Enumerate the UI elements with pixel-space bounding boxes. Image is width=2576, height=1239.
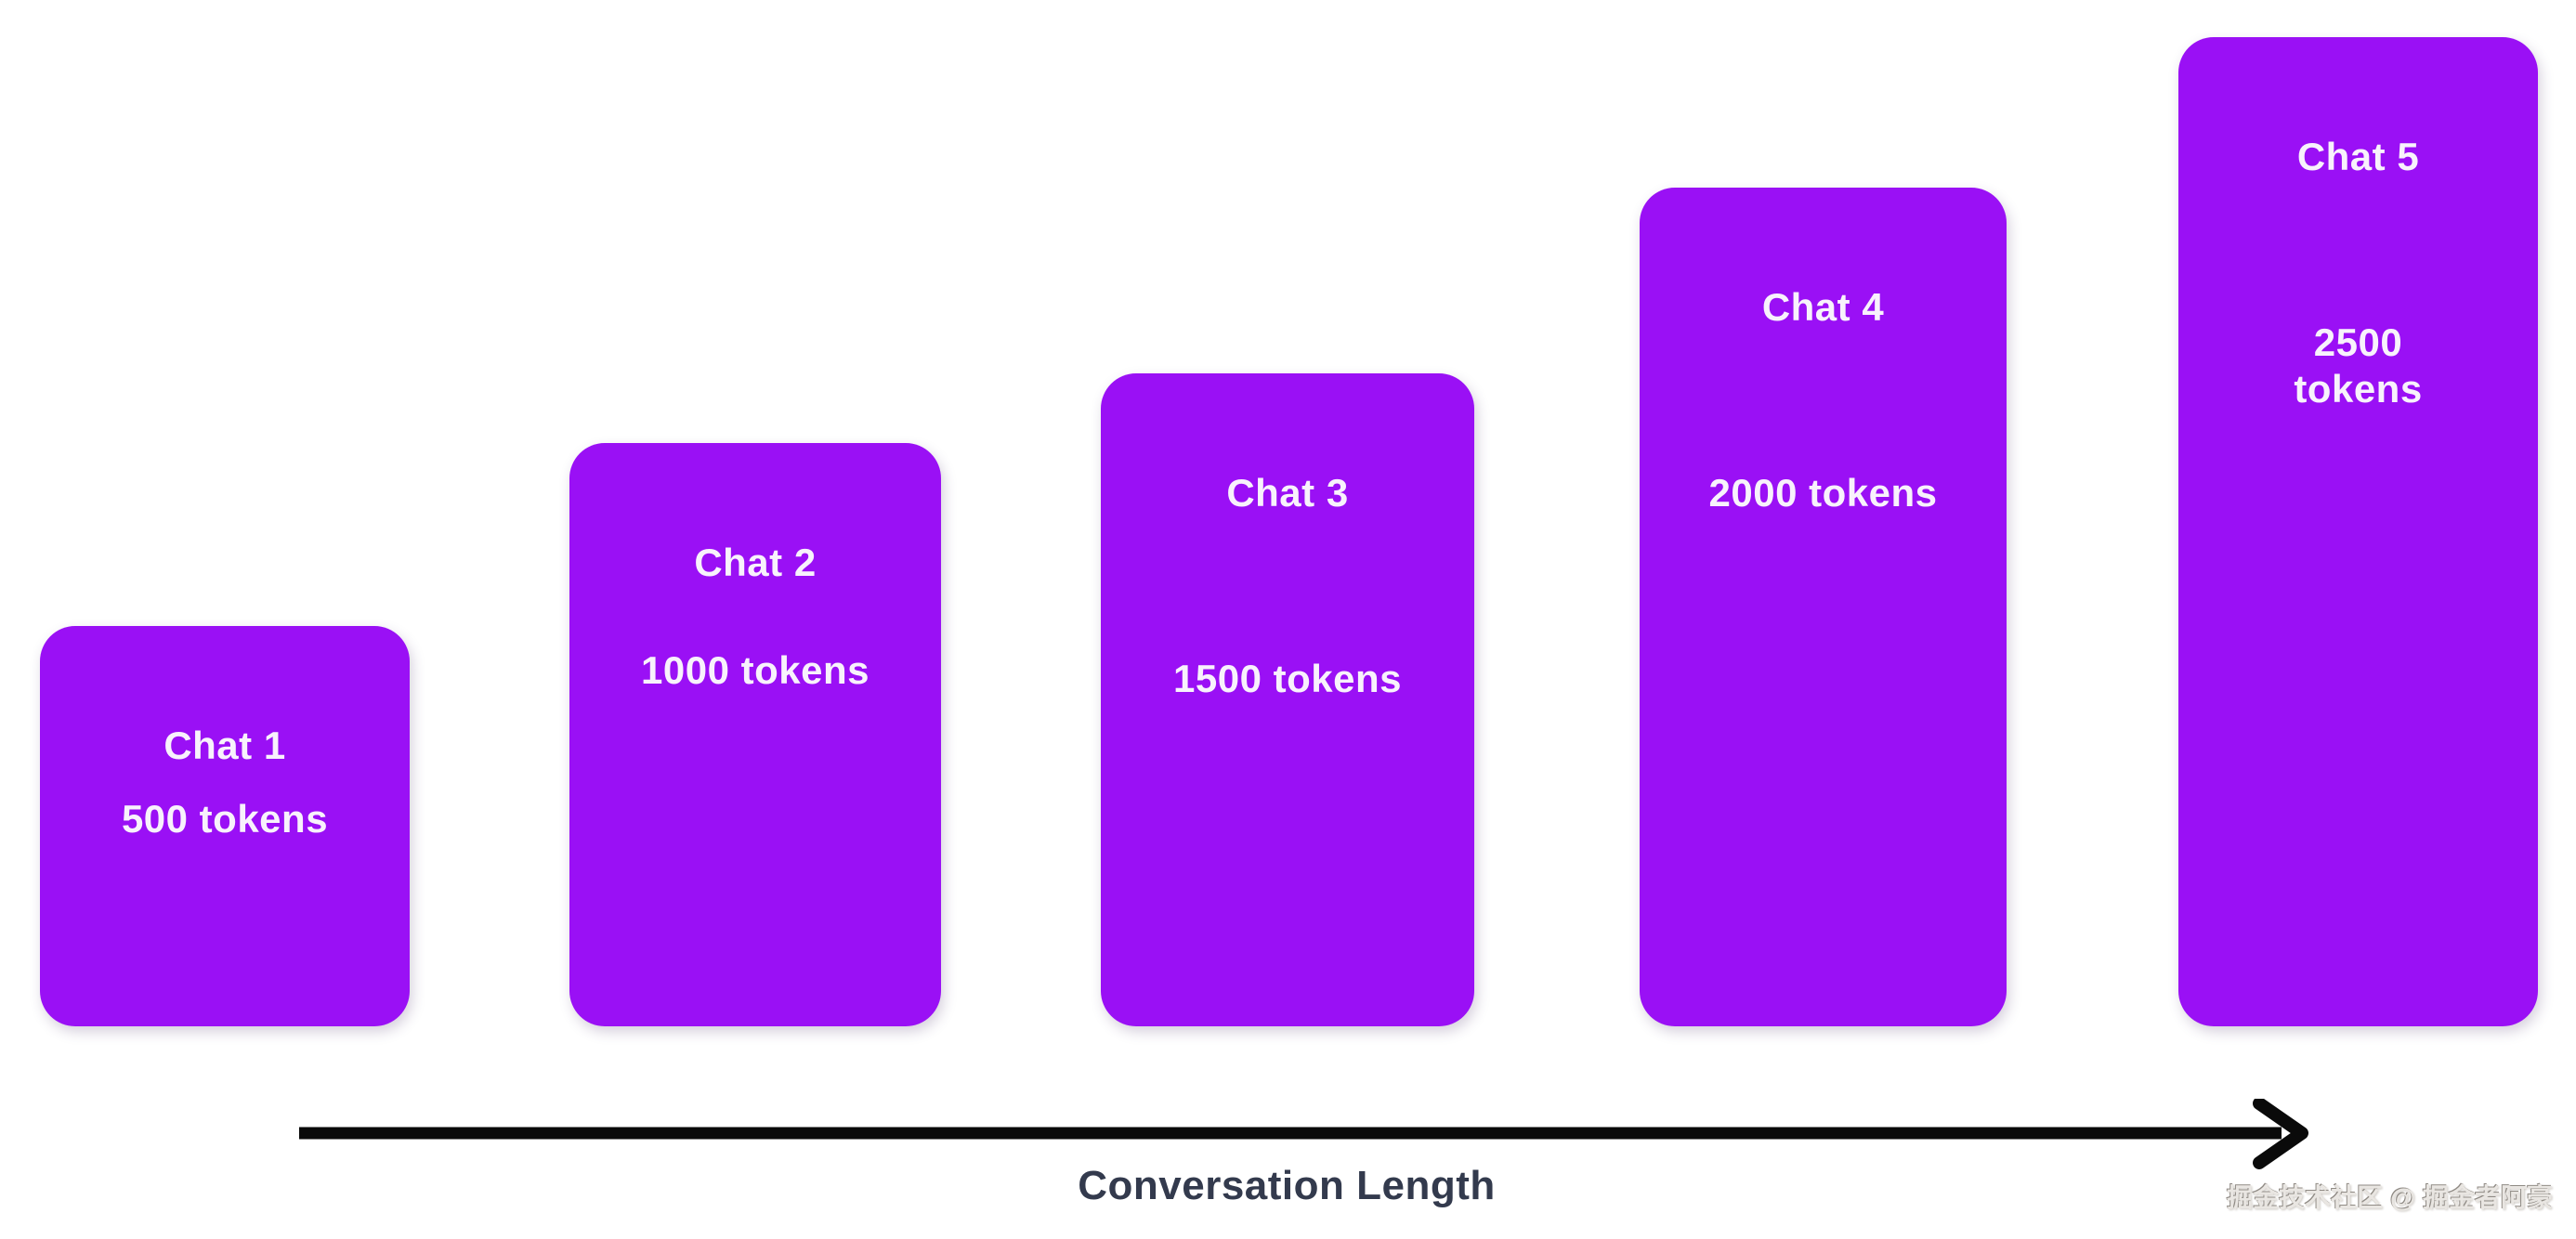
bar-chat-3-label: Chat 3	[1226, 471, 1349, 515]
bar-chat-2-token-count: 1000 tokens	[641, 648, 870, 692]
bar-chat-3-token-count: 1500 tokens	[1173, 657, 1402, 700]
x-axis-label: Conversation Length	[1078, 1163, 1496, 1208]
bar-chat-2: Chat 2 1000 tokens	[569, 443, 941, 1026]
bar-chat-4: Chat 4 2000 tokens	[1640, 188, 2007, 1026]
bar-chat-2-label: Chat 2	[694, 541, 817, 584]
bar-chat-5-token-count: 2500 tokens	[2294, 320, 2423, 411]
bar-chat-5-label: Chat 5	[2296, 135, 2420, 178]
bar-chat-3: Chat 3 1500 tokens	[1101, 373, 1474, 1026]
bar-chat-4-token-count: 2000 tokens	[1708, 471, 1938, 515]
x-axis-arrow-icon	[299, 1099, 2308, 1169]
bar-chat-5: Chat 5 2500 tokens	[2178, 37, 2538, 1026]
bar-chat-4-label: Chat 4	[1761, 285, 1885, 329]
watermark-text: 掘金技术社区 @ 掘金者阿豪	[2227, 1183, 2553, 1212]
bar-chat-1-label: Chat 1	[163, 724, 286, 767]
bar-chat-1: Chat 1 500 tokens	[40, 626, 410, 1026]
bar-chat-1-token-count: 500 tokens	[121, 797, 329, 841]
